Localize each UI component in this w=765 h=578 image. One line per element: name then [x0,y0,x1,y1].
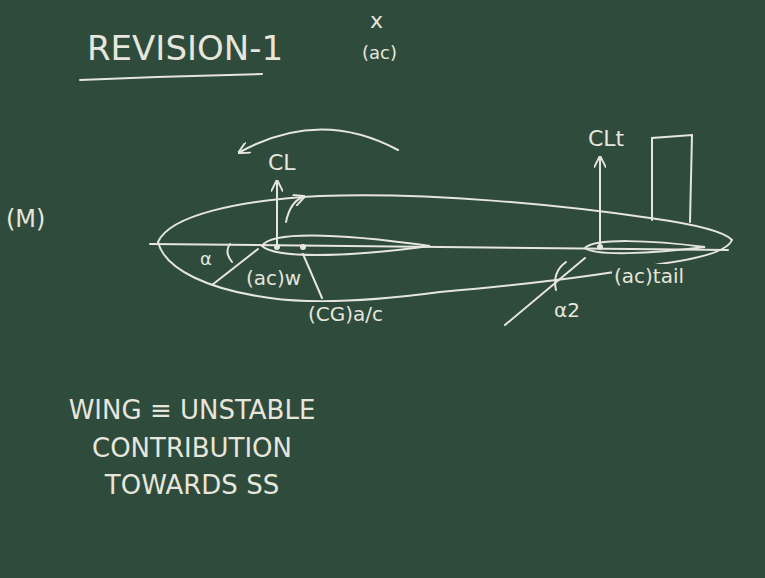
wing-angle-label: α [198,248,214,270]
cg-point [300,244,306,250]
tail-lift-label: CLt [586,126,626,152]
tail-ac-point [597,244,603,250]
wing-lift-label: CL [266,150,298,176]
vertical-fin [652,135,692,222]
moment-note: (M) [4,205,47,234]
wing-ac-point [274,244,280,250]
tail-airfoil [585,241,705,253]
cg-label: (CG)a/c [306,302,385,326]
cg-leader-line [303,254,322,298]
tail-angle-label: α2 [552,298,582,322]
wing-ac-label: (ac)w [244,266,303,290]
wing-lift-arrow [276,182,278,246]
title-underline [80,74,262,80]
pitch-moment-arrow [240,129,398,152]
reference-line [150,244,728,250]
tail-angle-line [505,258,585,325]
wing-moment-arrow [286,197,303,222]
ac-note: (ac) [360,42,399,64]
symbol-x: x [368,8,385,34]
tail-angle-arc [555,262,566,290]
wing-airfoil [262,236,430,256]
tail-ac-label: (ac)tail [612,264,686,288]
tail-lift-arrow [599,158,601,246]
stability-note: WING ≡ UNSTABLE CONTRIBUTION TOWARDS SS [45,392,339,505]
board-title: REVISION-1 [85,28,285,69]
wing-angle-arc [227,244,232,262]
